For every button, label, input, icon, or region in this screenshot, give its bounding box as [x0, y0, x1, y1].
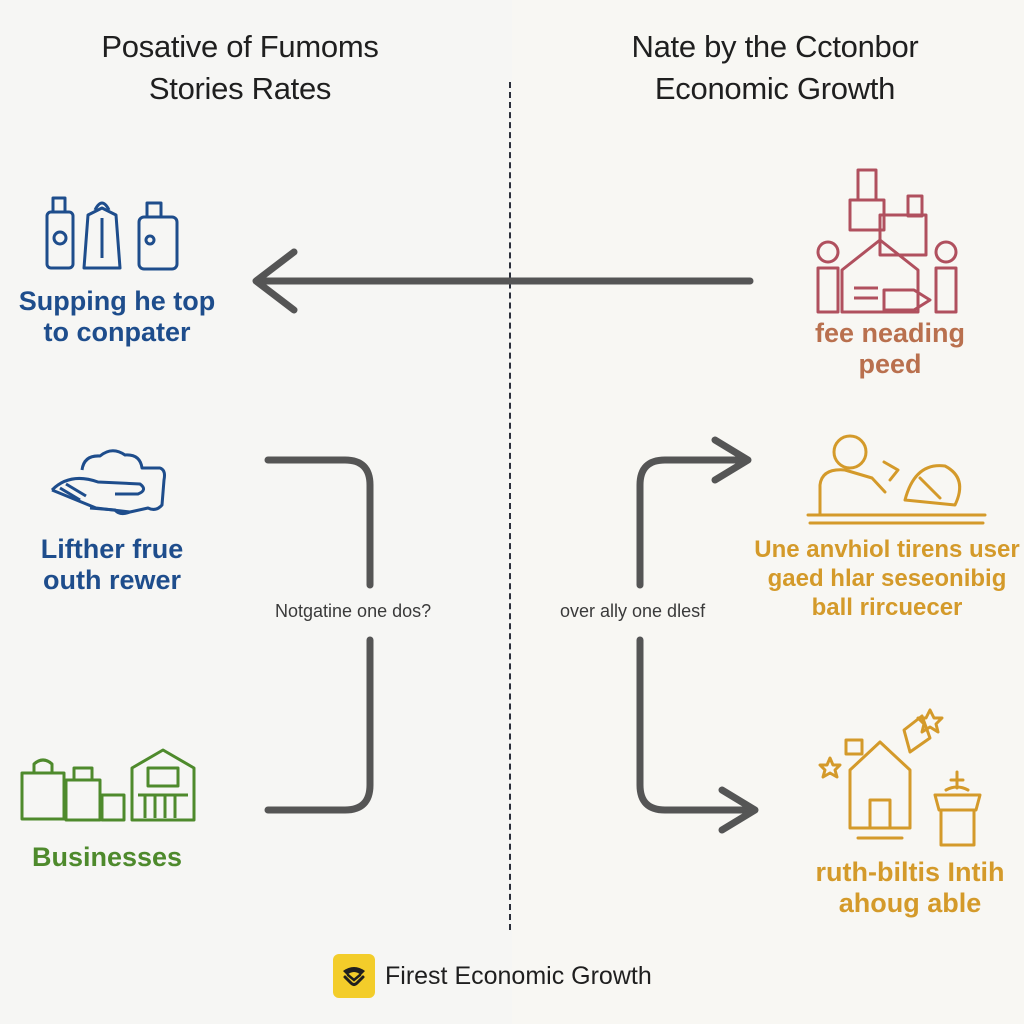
house-podium-icon	[818, 708, 982, 847]
right-item-2-line1: Une anvhiol tirens user	[754, 536, 1020, 563]
left-heading-line1: Posative of Fumoms	[101, 29, 379, 64]
right-item-1-line2: peed	[858, 349, 922, 379]
left-arrow	[252, 248, 754, 314]
handshake-logo-icon	[333, 954, 375, 998]
right-heading-line1: Nate by the Cctonbor	[631, 29, 919, 64]
worker-desk-icon	[806, 434, 987, 525]
right-item-3-label: ruth-biltis Intih ahoug able	[790, 857, 1024, 919]
left-item-2-line2: outh rewer	[42, 565, 182, 595]
left-item-2-line1: Lifther frue	[40, 534, 184, 564]
middle-left-label: Notgatine one dos?	[275, 601, 432, 621]
right-item-1-line1: fee neading	[814, 318, 966, 348]
left-item-2-label: Lifther frue outh rewer	[12, 534, 212, 596]
right-item-1-label: fee neading peed	[790, 318, 990, 380]
footer-brand: Firest Economic Growth	[333, 953, 652, 999]
left-item-1-line2: to conpater	[43, 317, 191, 347]
right-heading: Nate by the Cctonbor Economic Growth	[580, 26, 970, 110]
middle-right-label: over ally one dlesf	[560, 601, 706, 621]
factory-people-icon	[816, 168, 958, 314]
right-panel-background	[512, 0, 1024, 1024]
footer-text: Firest Economic Growth	[385, 961, 652, 990]
left-item-3-line1: Businesses	[31, 842, 183, 872]
right-item-3-line1: ruth-biltis Intih	[815, 857, 1005, 887]
left-bracket-connector	[264, 456, 374, 814]
center-dashed-divider	[509, 82, 511, 930]
left-heading: Posative of Fumoms Stories Rates	[60, 26, 420, 110]
businesses-icon	[20, 748, 196, 822]
right-item-3-line2: ahoug able	[838, 888, 982, 918]
left-item-3-label: Businesses	[12, 842, 202, 873]
hand-icon	[50, 449, 166, 516]
left-item-1-label: Supping he top to conpater	[12, 286, 222, 348]
bottles-icon	[45, 196, 179, 271]
right-item-2-label: Une anvhiol tirens user gaed hlar seseon…	[752, 535, 1022, 622]
left-item-1-line1: Supping he top	[18, 286, 216, 316]
right-item-2-line2: gaed hlar seseonibig	[767, 565, 1007, 592]
left-heading-line2: Stories Rates	[148, 71, 332, 106]
right-heading-line2: Economic Growth	[654, 71, 896, 106]
right-branch-arrows	[636, 436, 759, 834]
right-item-2-line3: ball rircuecer	[811, 594, 963, 621]
